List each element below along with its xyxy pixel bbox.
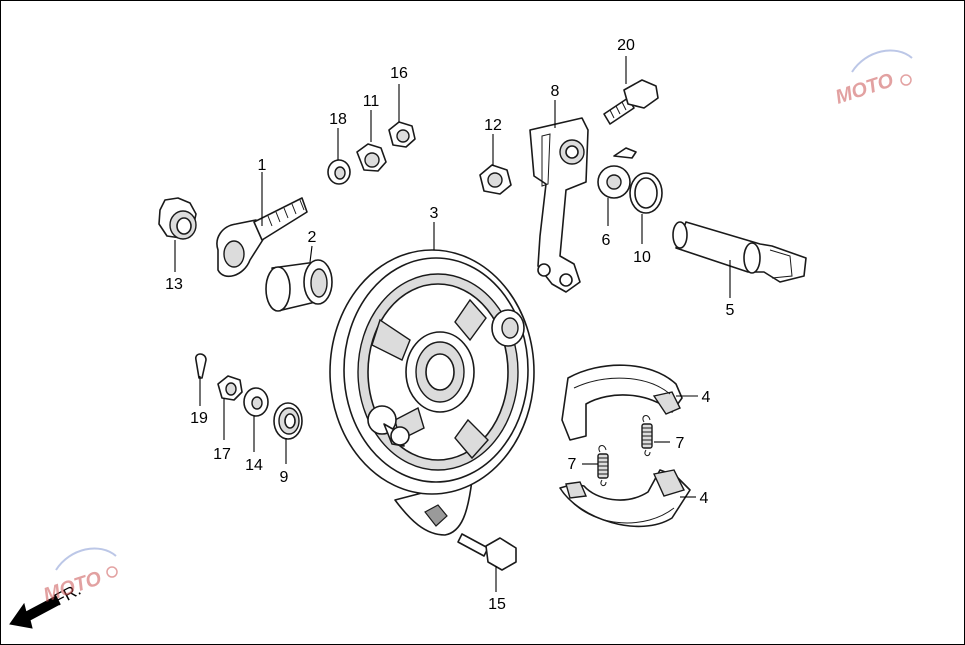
part-10-o-ring	[629, 172, 663, 214]
part-16-nut	[388, 121, 416, 148]
callout-7-left: 7	[568, 456, 577, 473]
watermark-logo-top-right: MOTO	[833, 49, 913, 109]
callout-5: 5	[726, 302, 735, 319]
callout-labels: 1 2 3 4 4 5 6 7 7 8 9 10 11 12 13 14 15 …	[165, 37, 734, 613]
gear-icon	[106, 566, 118, 578]
part-4-brake-shoe-upper	[561, 364, 683, 441]
callout-16: 16	[390, 65, 408, 82]
callout-10: 10	[633, 249, 651, 266]
callout-15: 15	[488, 596, 506, 613]
part-15-bolt	[457, 533, 517, 571]
callout-3: 3	[430, 205, 439, 222]
part-5-cam-shaft	[672, 221, 807, 283]
callout-11: 11	[363, 93, 380, 110]
part-9-bearing	[273, 402, 303, 440]
part-4-brake-shoe-lower	[559, 469, 691, 528]
part-8-brake-arm	[529, 117, 589, 293]
part-2-collar	[265, 259, 333, 312]
callout-12: 12	[484, 117, 502, 134]
callout-4-upper: 4	[702, 389, 711, 406]
part-11-nut	[356, 143, 387, 172]
part-12-nut	[479, 164, 512, 195]
part-7-spring-left	[597, 445, 609, 487]
part-17-nut	[217, 375, 243, 401]
part-14-washer	[243, 387, 269, 417]
callout-18: 18	[329, 111, 347, 128]
part-1-adjuster-bolt	[216, 197, 308, 278]
callout-17: 17	[213, 446, 231, 463]
callout-13: 13	[165, 276, 183, 293]
part-3-brake-panel	[329, 249, 535, 536]
part-13-flange-nut	[158, 197, 197, 240]
watermark-text: MOTO	[833, 69, 897, 108]
part-6-indicator-plate	[597, 147, 637, 199]
part-19-cotter-pin	[195, 353, 207, 379]
callout-4-lower: 4	[700, 490, 709, 507]
callout-7-right: 7	[676, 435, 685, 452]
callout-20: 20	[617, 37, 635, 54]
callout-14: 14	[245, 457, 263, 474]
gear-icon	[900, 74, 912, 86]
part-20-bolt	[603, 79, 659, 125]
callout-9: 9	[280, 469, 289, 486]
callout-6: 6	[602, 232, 611, 249]
front-arrow-icon	[9, 595, 61, 629]
callout-1: 1	[258, 157, 267, 174]
callout-19: 19	[190, 410, 208, 427]
part-18-washer	[327, 159, 351, 185]
callout-8: 8	[551, 83, 560, 100]
part-7-spring-right	[641, 415, 653, 457]
leader-lines	[174, 56, 731, 592]
callout-2: 2	[308, 229, 317, 246]
